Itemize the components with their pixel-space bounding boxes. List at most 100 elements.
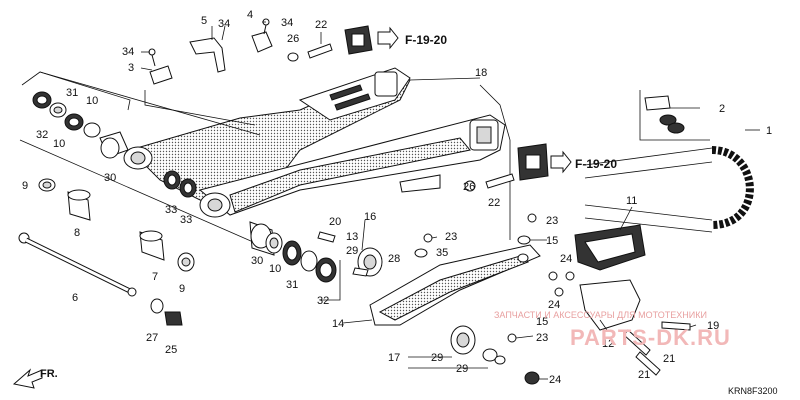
bolt-13 (352, 267, 369, 277)
callout-6: 6 (72, 292, 78, 304)
callout-24-d: 24 (549, 374, 561, 386)
callout-33-a: 33 (165, 204, 177, 216)
callout-31-bottom: 31 (286, 279, 298, 291)
callout-25: 25 (165, 344, 177, 356)
callout-27: 27 (146, 332, 158, 344)
ref-arrow-top (377, 26, 399, 50)
callout-26-top: 26 (287, 33, 299, 45)
bolt-23-c (507, 333, 517, 343)
callout-3: 3 (128, 62, 134, 74)
washer-27 (150, 298, 164, 314)
callout-14: 14 (332, 318, 344, 330)
callout-24-a: 24 (560, 253, 572, 265)
callout-7: 7 (152, 271, 158, 283)
bolt-23-a (527, 213, 537, 223)
callout-32-left: 32 (36, 129, 48, 141)
ref-f-19-20-mid: F-19-20 (575, 157, 617, 171)
washer-35 (414, 248, 428, 258)
clamp-4 (251, 31, 273, 53)
hose-guide-5 (189, 37, 226, 73)
callout-23-c: 23 (536, 332, 548, 344)
swingarm-illustration (123, 67, 506, 218)
stud-22-top (307, 43, 333, 59)
callout-32-right: 32 (317, 295, 329, 307)
drive-chain (584, 146, 754, 233)
ref-f-19-20-top: F-19-20 (405, 33, 447, 47)
callout-8: 8 (74, 227, 80, 239)
callout-18: 18 (475, 67, 487, 79)
watermark-tagline: ЗАПЧАСТИ И АКСЕССУАРЫ ДЛЯ МОТОТЕХНИКИ (494, 310, 707, 320)
callout-5: 5 (201, 15, 207, 27)
callout-11: 11 (626, 195, 637, 207)
bolt-21-a (623, 329, 651, 356)
callout-29-b: 29 (431, 352, 443, 364)
callout-13: 13 (346, 231, 358, 243)
callout-29-a: 29 (346, 245, 358, 257)
direction-label: FR. (40, 368, 58, 380)
washer-15-a (517, 235, 531, 245)
callout-10-right: 10 (269, 263, 281, 275)
callout-23-b: 23 (445, 231, 457, 243)
callout-30-right: 30 (251, 255, 263, 267)
callout-15-b: 15 (536, 316, 548, 328)
washer-15-b (517, 253, 529, 263)
callout-1: 1 (766, 125, 772, 137)
bolt-21-b (635, 351, 661, 376)
callout-22-mid: 22 (488, 197, 500, 209)
right-bearing-stack (249, 221, 337, 283)
nut-25 (164, 311, 183, 326)
callout-33-b: 33 (180, 214, 192, 226)
washer-26-mid (464, 180, 476, 192)
leader-right-seal (320, 260, 341, 301)
stud-22-mid (485, 173, 515, 189)
pivot-shaft (18, 232, 137, 297)
callout-20: 20 (329, 216, 341, 228)
front-direction-arrow (12, 368, 43, 389)
callout-2: 2 (719, 103, 725, 115)
callout-30-left: 30 (104, 172, 116, 184)
washer-24-b (565, 271, 575, 281)
leader-axle (19, 139, 261, 246)
callout-26-mid: 26 (463, 181, 475, 193)
callout-31-top: 31 (66, 87, 78, 99)
callout-17: 17 (388, 352, 400, 364)
callout-23-a: 23 (546, 215, 558, 227)
chain-joint-2 (644, 95, 671, 111)
callout-29-c: 29 (456, 363, 468, 375)
bolt-20 (317, 231, 336, 243)
clamp-3 (149, 65, 173, 85)
callout-22-top: 22 (315, 19, 327, 31)
callout-12: 12 (602, 338, 614, 350)
nut-24-d (524, 371, 540, 385)
callout-9-top: 9 (22, 180, 28, 192)
callout-10-left: 10 (53, 138, 65, 150)
callout-9-bottom: 9 (179, 283, 185, 295)
washer-26-top (287, 52, 299, 62)
callout-34-left: 34 (122, 46, 134, 58)
bolt-19 (661, 321, 691, 331)
callout-leaders (140, 21, 760, 380)
ref-arrow-mid (550, 150, 572, 174)
callout-24-c: 24 (548, 299, 560, 311)
leader-left-bearing (21, 71, 131, 111)
callout-28: 28 (388, 253, 400, 265)
guide-bracket-12 (579, 279, 641, 331)
washer-24-a (548, 271, 558, 281)
callout-16: 16 (364, 211, 376, 223)
callout-10-top: 10 (86, 95, 98, 107)
callout-21-b: 21 (638, 369, 650, 381)
diagram-code: KRN8F3200 (728, 386, 778, 396)
callout-19: 19 (707, 320, 719, 332)
callout-4: 4 (247, 9, 253, 21)
leader-swingarm (479, 84, 511, 240)
callout-15-a: 15 (546, 235, 558, 247)
callout-35: 35 (436, 247, 448, 259)
callout-labels: 5 34 4 34 22 26 34 3 F-19-20 18 31 10 32… (22, 9, 778, 396)
callout-21-a: 21 (663, 353, 675, 365)
washer-24-c (554, 287, 564, 297)
watermark-logo: PARTS-DK.RU (570, 325, 731, 350)
left-bearing-stack (32, 91, 129, 159)
callout-34-left-top: 34 (218, 18, 230, 30)
